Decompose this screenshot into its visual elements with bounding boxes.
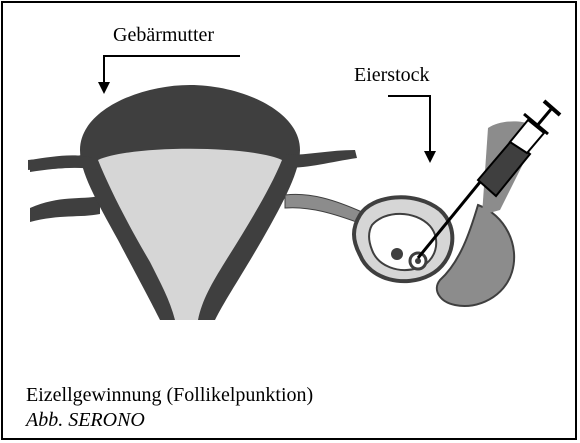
caption-credit: Abb. SERONO xyxy=(26,408,313,433)
right-fallopian-tube xyxy=(285,194,362,224)
uterus-arrow xyxy=(104,56,240,88)
follicle-right-core xyxy=(415,258,421,264)
caption-title: Eizellgewinnung (Follikelpunktion) xyxy=(26,383,313,408)
ovary-label: Eierstock xyxy=(354,64,430,87)
figure-caption: Eizellgewinnung (Follikelpunktion) Abb. … xyxy=(26,383,313,433)
ovary-arrow-head xyxy=(424,151,436,163)
follicle-left xyxy=(391,248,403,260)
ovary-arrow xyxy=(388,96,430,156)
left-fallopian-tube xyxy=(30,196,100,222)
uterus-arrow-head xyxy=(98,82,110,94)
uterus-label: Gebärmutter xyxy=(113,24,214,47)
